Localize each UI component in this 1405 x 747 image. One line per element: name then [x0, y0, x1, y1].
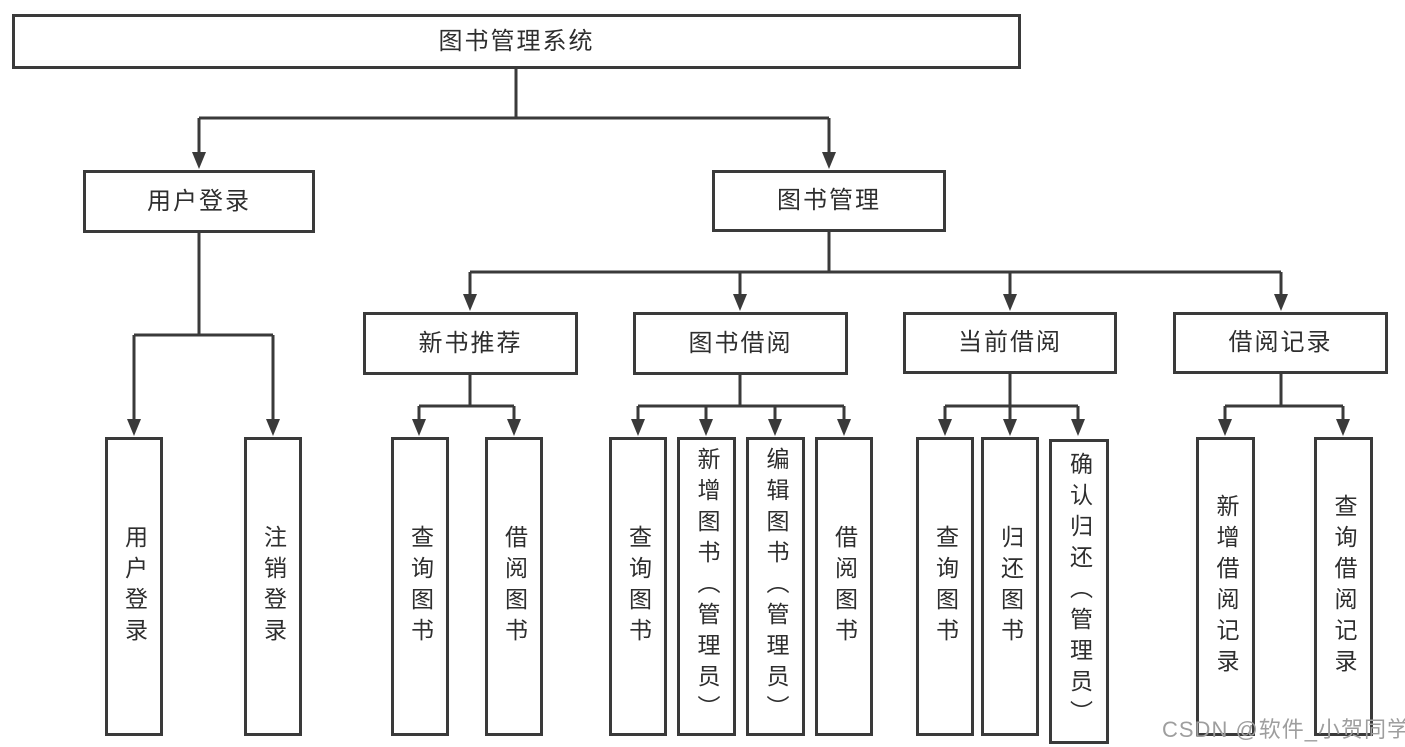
leaf-borrow-books-borrowing: 借阅图书: [815, 437, 873, 736]
leaf-query-books-current: 查询图书: [916, 437, 974, 736]
leaf-label: 查询图书: [625, 524, 652, 649]
node-book-borrowing: 图书借阅: [633, 312, 848, 375]
node-label: 用户登录: [147, 187, 251, 215]
node-label: 新书推荐: [418, 329, 523, 357]
leaf-label: 编辑图书（管理员）: [763, 447, 789, 726]
node-book-management: 图书管理: [712, 170, 946, 232]
leaf-label: 新增借阅记录: [1213, 493, 1239, 680]
node-label: 图书借阅: [688, 329, 793, 357]
leaf-label: 查询借阅记录: [1331, 493, 1357, 680]
leaf-user-login: 用户登录: [105, 437, 163, 736]
leaf-label: 借阅图书: [501, 524, 528, 649]
leaf-label: 注销登录: [260, 524, 287, 649]
node-library-management-system: 图书管理系统: [12, 14, 1021, 69]
leaf-query-books-recommend: 查询图书: [391, 437, 449, 736]
leaf-label: 用户登录: [121, 524, 148, 649]
leaf-confirm-return-admin: 确认归还（管理员）: [1049, 439, 1109, 744]
leaf-query-books-borrowing: 查询图书: [609, 437, 667, 736]
node-current-borrowing: 当前借阅: [903, 312, 1117, 374]
leaf-logout: 注销登录: [244, 437, 302, 736]
leaf-borrow-books-recommend: 借阅图书: [485, 437, 543, 736]
node-user-login-branch: 用户登录: [83, 170, 315, 233]
watermark: CSDN @软件_小贺同学: [1162, 717, 1405, 742]
leaf-add-borrow-record: 新增借阅记录: [1196, 437, 1255, 736]
leaf-label: 新增图书（管理员）: [694, 447, 720, 726]
node-label: 图书管理: [777, 187, 881, 214]
node-label: 图书管理系统: [438, 27, 595, 55]
leaf-label: 查询图书: [407, 524, 434, 649]
node-label: 当前借阅: [958, 329, 1062, 356]
node-borrowing-records: 借阅记录: [1173, 312, 1388, 374]
node-label: 借阅记录: [1228, 329, 1333, 356]
leaf-return-books: 归还图书: [981, 437, 1039, 736]
leaf-edit-books-admin: 编辑图书（管理员）: [746, 437, 805, 736]
leaf-label: 确认归还（管理员）: [1066, 452, 1093, 731]
node-new-book-recommendation: 新书推荐: [363, 312, 578, 375]
leaf-label: 借阅图书: [831, 524, 858, 649]
leaf-add-books-admin: 新增图书（管理员）: [677, 437, 736, 736]
leaf-label: 归还图书: [997, 524, 1024, 649]
leaf-query-borrow-record: 查询借阅记录: [1314, 437, 1373, 736]
leaf-label: 查询图书: [932, 524, 959, 649]
